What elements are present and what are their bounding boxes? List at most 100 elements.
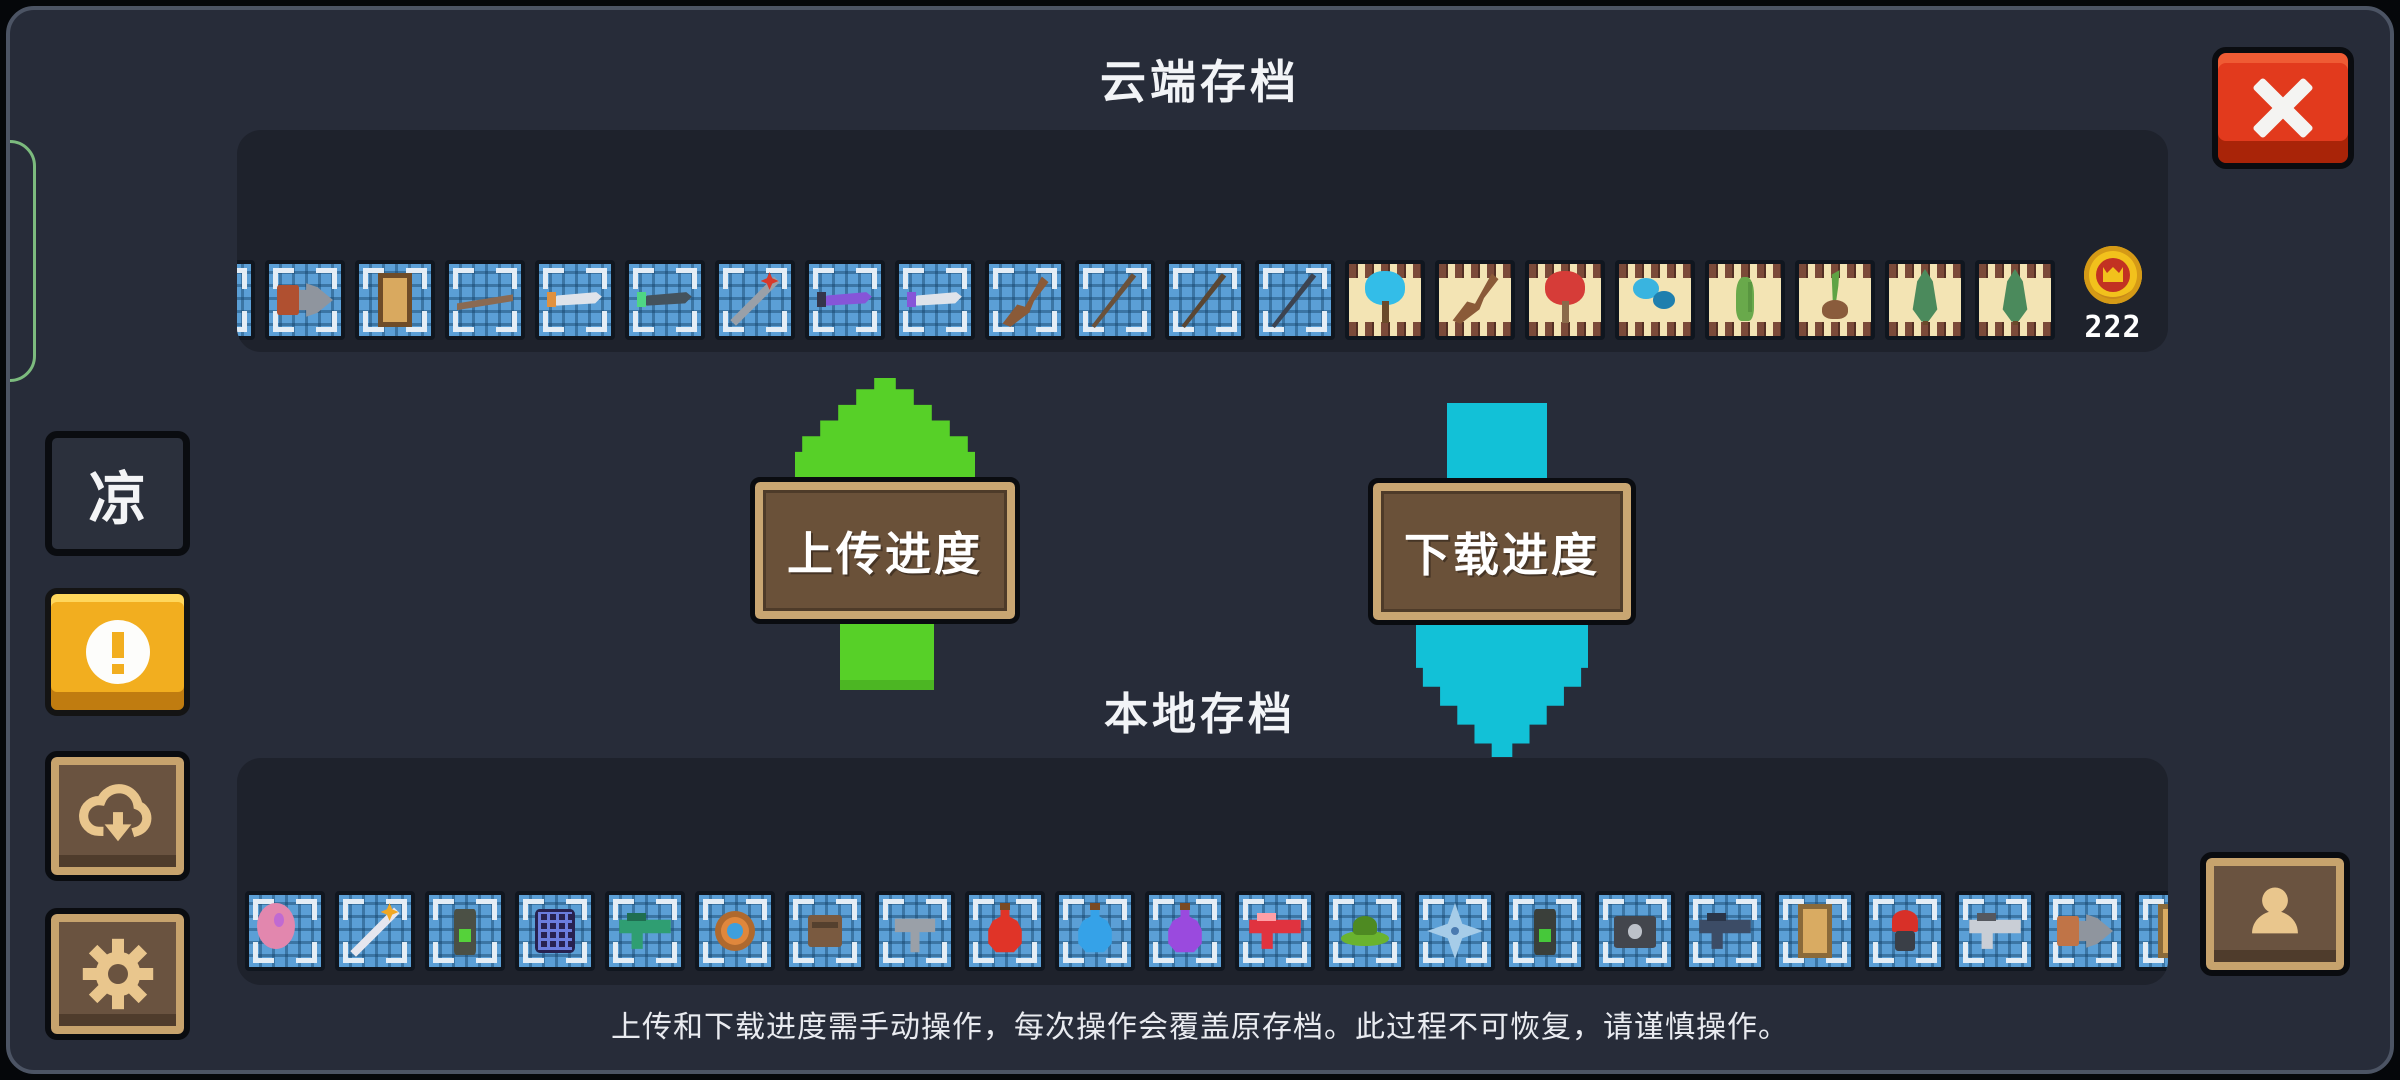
corner-bracket <box>543 311 564 332</box>
side-drawer-outline <box>10 140 36 382</box>
cloud-download-button[interactable] <box>45 751 190 881</box>
corner-bracket <box>1783 899 1804 920</box>
corner-bracket <box>237 311 247 332</box>
char-button-label: 凉 <box>88 466 147 532</box>
revolver-icon <box>1967 903 2023 959</box>
corner-bracket <box>883 942 904 963</box>
corner-bracket <box>1153 942 1174 963</box>
corner-bracket <box>1556 942 1577 963</box>
cypress-tree-2-icon <box>1987 269 2043 325</box>
corner-bracket <box>1376 899 1397 920</box>
item-slot-fallen-branch <box>1435 260 1515 340</box>
corner-bracket <box>1153 899 1174 920</box>
corner-bracket <box>1693 942 1714 963</box>
corner-bracket <box>1873 899 1894 920</box>
corner-bracket <box>973 942 994 963</box>
settings-button[interactable] <box>45 908 190 1040</box>
corner-bracket <box>496 268 517 289</box>
fence-decoration <box>1709 322 1781 336</box>
corner-bracket <box>363 311 384 332</box>
download-progress-button[interactable]: 下载进度 <box>1368 478 1636 625</box>
corner-bracket <box>273 268 294 289</box>
fence-decoration <box>1619 264 1691 278</box>
item-slot-clipped-item <box>237 260 255 340</box>
item-slot-cypress-tree-2 <box>1975 260 2055 340</box>
corner-bracket <box>723 311 744 332</box>
upload-progress-button[interactable]: 上传进度 <box>750 477 1020 624</box>
fence-decoration <box>1349 322 1421 336</box>
corner-bracket <box>1513 942 1534 963</box>
footer-warning: 上传和下载进度需手动操作，每次操作会覆盖原存档。此过程不可恢复，请谨慎操作。 <box>611 1011 1789 1044</box>
corner-bracket <box>316 311 337 332</box>
corner-bracket <box>723 268 744 289</box>
corner-bracket <box>926 942 947 963</box>
corner-bracket <box>656 899 677 920</box>
purple-potion-icon <box>1157 903 1213 959</box>
cypress-tree-1-icon <box>1897 269 1953 325</box>
corner-bracket <box>2143 942 2164 963</box>
corner-bracket <box>633 311 654 332</box>
corner-bracket <box>453 311 474 332</box>
corner-bracket <box>253 899 274 920</box>
item-slot-fishing-rod-3 <box>1255 260 1335 340</box>
dark-gun-icon <box>1697 903 1753 959</box>
corner-bracket <box>1173 311 1194 332</box>
profile-button[interactable] <box>2200 852 2350 976</box>
sprout-icon <box>1807 269 1863 325</box>
corner-bracket <box>973 899 994 920</box>
fence-decoration <box>1799 264 1871 278</box>
corner-bracket <box>566 899 587 920</box>
item-slot-purple-potion <box>1145 891 1225 971</box>
corner-bracket <box>2006 899 2027 920</box>
item-slot-wooden-door <box>355 260 435 340</box>
corner-bracket <box>1826 899 1847 920</box>
local-save-title: 本地存档 <box>1104 690 1296 739</box>
price-scanner-icon <box>1247 903 1303 959</box>
cactus-icon <box>1717 269 1773 325</box>
cloud-item-row <box>237 260 2055 340</box>
metal-rod-icon <box>457 272 513 328</box>
corner-bracket <box>586 311 607 332</box>
fence-decoration <box>1889 322 1961 336</box>
corner-bracket <box>496 311 517 332</box>
corner-bracket <box>1333 899 1354 920</box>
local-save-panel <box>237 758 2168 985</box>
blue-potion-icon <box>1067 903 1123 959</box>
green-gun-icon <box>617 903 673 959</box>
scepter-icon <box>347 903 403 959</box>
corner-bracket <box>316 268 337 289</box>
close-button[interactable] <box>2212 47 2354 169</box>
white-sword-icon <box>547 272 603 328</box>
corner-bracket <box>1243 942 1264 963</box>
item-slot-dark-gun <box>1685 891 1765 971</box>
item-slot-scepter <box>335 891 415 971</box>
corner-bracket <box>1736 942 1757 963</box>
item-slot-blue-potion <box>1055 891 1135 971</box>
wooden-dresser-icon <box>1787 903 1843 959</box>
warning-button[interactable] <box>45 588 190 716</box>
corner-bracket <box>1466 942 1487 963</box>
item-slot-white-sword <box>535 260 615 340</box>
blue-tree-icon <box>1357 269 1413 325</box>
fence-decoration <box>1799 322 1871 336</box>
corner-bracket <box>2096 942 2117 963</box>
corner-bracket <box>1083 268 1104 289</box>
corner-bracket <box>2096 899 2117 920</box>
corner-bracket <box>1693 899 1714 920</box>
item-slot-metal-rod <box>445 260 525 340</box>
item-slot-blue-tree <box>1345 260 1425 340</box>
sidebar-char-button[interactable]: 凉 <box>45 431 190 556</box>
energy-net-icon <box>527 903 583 959</box>
item-slot-revolver <box>1955 891 2035 971</box>
up-arrow-icon <box>795 378 975 490</box>
item-slot-fishing-rod-1 <box>1075 260 1155 340</box>
corner-bracket <box>1263 268 1284 289</box>
item-slot-green-hat <box>1325 891 1405 971</box>
corner-bracket <box>586 268 607 289</box>
clipped-item-icon <box>237 272 243 328</box>
corner-bracket <box>1306 268 1327 289</box>
corner-bracket <box>946 268 967 289</box>
corner-bracket <box>813 311 834 332</box>
camera-icon <box>1607 903 1663 959</box>
corner-bracket <box>1036 268 1057 289</box>
